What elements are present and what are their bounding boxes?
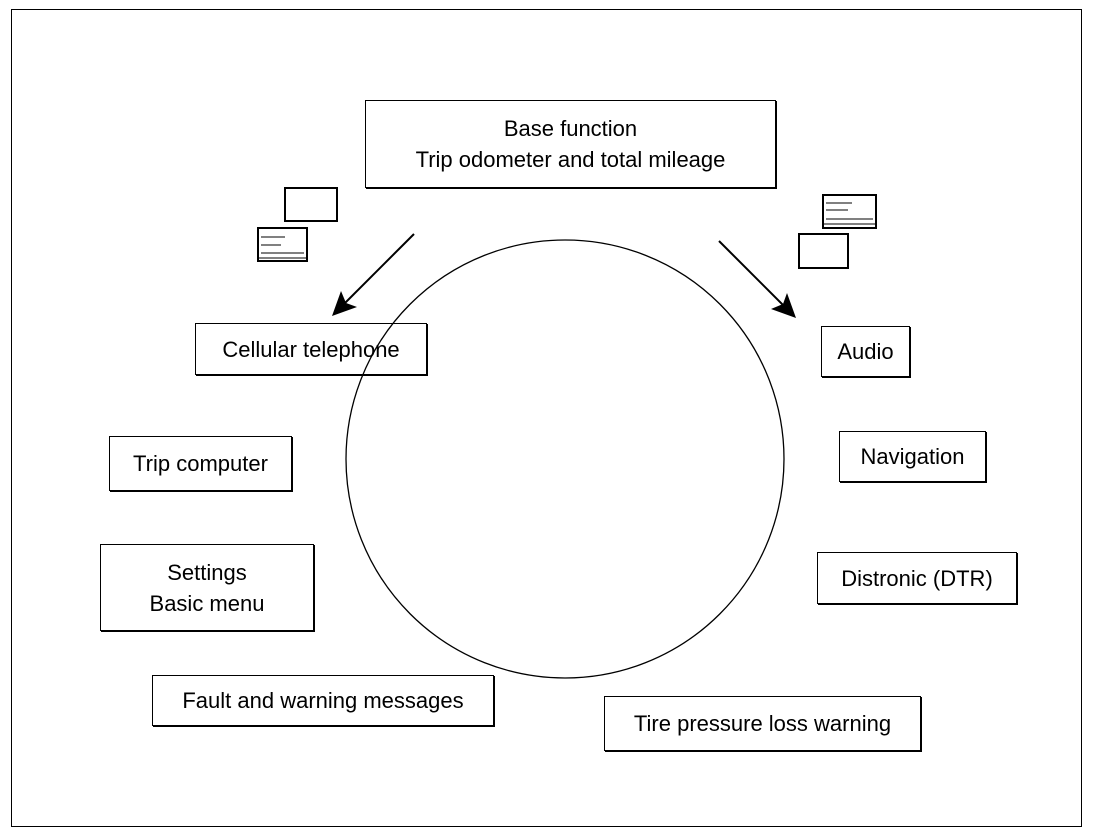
- diagram-frame: [11, 9, 1082, 827]
- distronic-label: Distronic (DTR): [841, 565, 993, 591]
- base-function-box: Base function Trip odometer and total mi…: [365, 100, 776, 188]
- navigation-box: Navigation: [839, 431, 986, 482]
- display-screens-icon: [257, 187, 338, 262]
- distronic-box: Distronic (DTR): [817, 552, 1017, 604]
- base-function-subtitle: Trip odometer and total mileage: [415, 147, 726, 172]
- cellular-telephone-label: Cellular telephone: [222, 336, 400, 362]
- arrow-down-left-icon: [332, 233, 415, 316]
- tire-pressure-label: Tire pressure loss warning: [633, 711, 892, 736]
- base-function-title: Base function: [503, 116, 638, 141]
- trip-computer-label: Trip computer: [133, 451, 268, 476]
- navigation-label: Navigation: [860, 444, 965, 469]
- settings-subtitle: Basic menu: [149, 590, 265, 616]
- settings-title: Settings: [167, 559, 247, 585]
- trip-computer-box: Trip computer: [109, 436, 292, 491]
- cycle-circle-icon: [345, 239, 785, 679]
- tire-pressure-box: Tire pressure loss warning: [604, 696, 921, 751]
- audio-box: Audio: [821, 326, 910, 377]
- fault-warning-label: Fault and warning messages: [182, 688, 464, 713]
- settings-box: Settings Basic menu: [100, 544, 314, 631]
- fault-warning-box: Fault and warning messages: [152, 675, 494, 726]
- display-screens-icon: [798, 194, 877, 269]
- arrow-down-right-icon: [718, 240, 796, 318]
- audio-label: Audio: [837, 339, 894, 364]
- cellular-telephone-box: Cellular telephone: [195, 323, 427, 375]
